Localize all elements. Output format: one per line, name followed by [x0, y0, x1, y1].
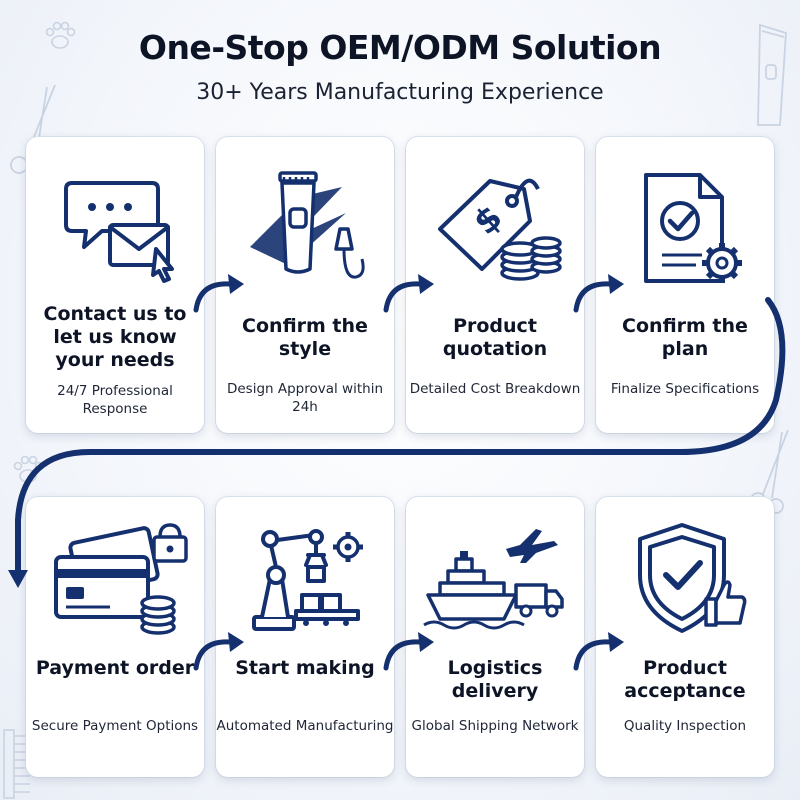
document-check-gear-icon — [644, 173, 742, 283]
step-heading: Contact us to let us know your needs — [43, 303, 187, 371]
ship-plane-truck-icon — [423, 529, 564, 630]
step-heading: Confirm the style — [242, 315, 368, 360]
step-description: Automated Manufacturing — [216, 718, 394, 734]
clipper-decoration — [757, 23, 787, 126]
step-heading: Start making — [235, 657, 375, 679]
step-description: Global Shipping Network — [411, 718, 579, 734]
comb-decoration — [3, 729, 30, 799]
step-description: Detailed Cost Breakdown — [409, 381, 581, 397]
step-heading: Confirm the plan — [622, 315, 748, 360]
step-description: Finalize Specifications — [610, 381, 760, 397]
step-card-making: Start making Automated Manufacturing — [216, 497, 394, 777]
step-card-quotation: $ Product quotation Detailed Cost Breakd… — [406, 137, 584, 433]
step-description: Secure Payment Options — [31, 718, 199, 734]
step-card-plan: Confirm the plan Finalize Specifications — [596, 137, 774, 433]
page-title: One-Stop OEM/ODM Solution — [138, 28, 662, 67]
step-heading: Product quotation — [442, 315, 548, 360]
step-card-acceptance: Product acceptance Quality Inspection — [596, 497, 774, 777]
step-card-payment: Payment order Secure Payment Options — [26, 497, 204, 777]
chat-envelope-icon — [64, 181, 174, 283]
paw-print-decoration — [45, 21, 76, 49]
robot-arm-icon — [252, 529, 363, 631]
step-description: 24/7 Professional Response — [57, 383, 173, 417]
step-card-contact: Contact us to let us know your needs 24/… — [26, 137, 204, 433]
paw-print-decoration — [13, 455, 44, 483]
step-heading: Payment order — [35, 657, 195, 679]
shield-thumbs-up-icon — [638, 523, 747, 633]
step-card-style: Confirm the style Design Approval within… — [216, 137, 394, 433]
step-heading: Product acceptance — [624, 657, 746, 702]
credit-card-lock-icon — [54, 523, 188, 635]
step-card-logistics: Logistics delivery Global Shipping Netwo… — [406, 497, 584, 777]
page-subtitle: 30+ Years Manufacturing Experience — [196, 80, 604, 105]
hair-clipper-icon — [250, 171, 365, 279]
step-heading: Logistics delivery — [447, 657, 543, 702]
price-tag-coins-icon: $ — [438, 178, 562, 281]
step-description: Quality Inspection — [623, 718, 747, 734]
step-description: Design Approval within 24h — [226, 381, 384, 415]
